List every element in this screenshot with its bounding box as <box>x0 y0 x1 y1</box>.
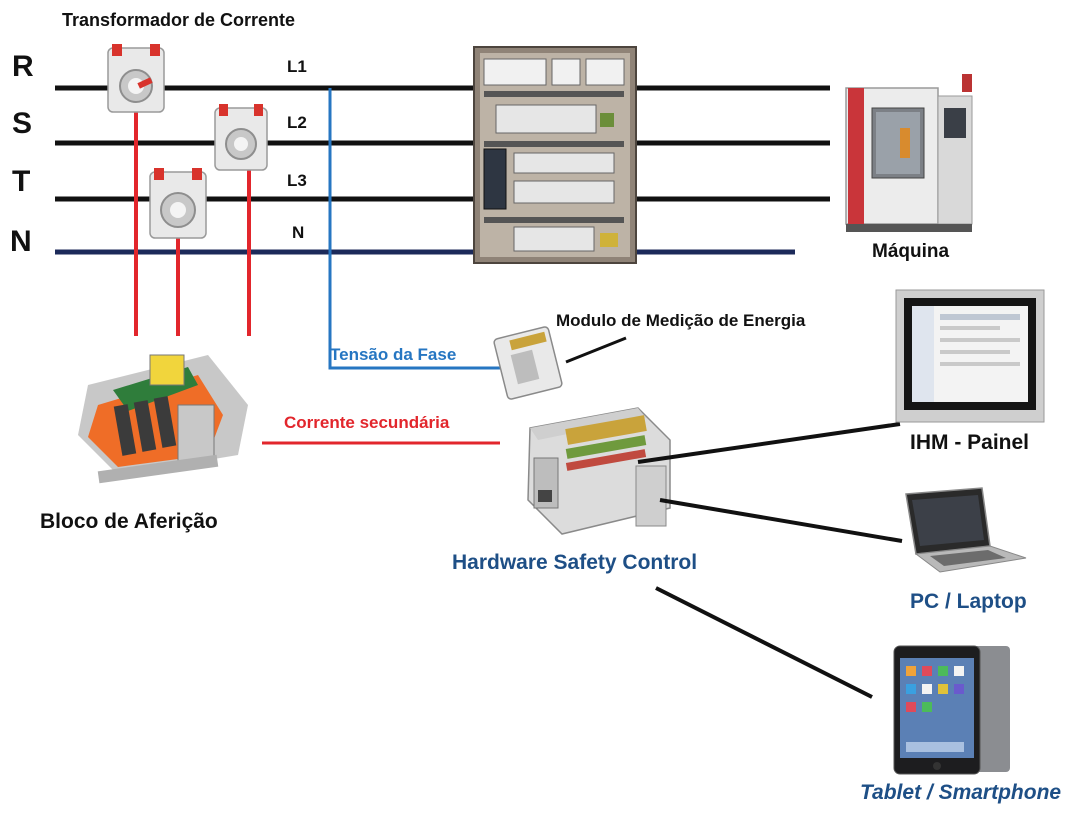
energy-module-pointer <box>565 336 627 364</box>
tablet-connection <box>655 586 873 699</box>
pc-connection <box>659 498 903 543</box>
machine-image <box>845 74 973 232</box>
electrical-cabinet <box>473 46 637 264</box>
phase-voltage-label: Tensão da Fase <box>330 345 456 364</box>
measurement-block-image <box>78 354 248 484</box>
line-n-label: N <box>292 223 304 242</box>
line-l3-label: L3 <box>287 171 307 190</box>
phase-r-label: R <box>12 50 34 83</box>
phase-s-label: S <box>12 107 32 140</box>
tablet-label: Tablet / Smartphone <box>860 781 1061 804</box>
measurement-block-label: Bloco de Aferição <box>40 510 218 533</box>
laptop-image <box>905 487 1027 573</box>
pc-label: PC / Laptop <box>910 590 1027 613</box>
line-l2-label: L2 <box>287 113 307 132</box>
hmi-panel-image <box>895 289 1045 423</box>
secondary-current-wires <box>134 110 251 336</box>
machine-label: Máquina <box>872 241 949 262</box>
hmi-label: IHM - Painel <box>910 431 1029 454</box>
hmi-connection <box>637 422 901 464</box>
phase-voltage-wire <box>328 88 500 370</box>
controller-label: Hardware Safety Control <box>452 551 697 574</box>
secondary-current-label: Corrente secundária <box>284 413 450 432</box>
energy-module-label: Modulo de Medição de Energia <box>556 311 806 330</box>
current-transformer-2 <box>214 104 268 171</box>
phase-n-label: N <box>10 225 32 258</box>
current-transformer-title: Transformador de Corrente <box>62 10 295 30</box>
phase-t-label: T <box>12 165 30 198</box>
controller-image <box>527 407 671 535</box>
line-l1-label: L1 <box>287 57 307 76</box>
current-transformer-3 <box>149 168 207 239</box>
current-transformer-1 <box>107 44 165 113</box>
energy-module-image <box>493 326 563 400</box>
tablet-image <box>893 645 1010 775</box>
